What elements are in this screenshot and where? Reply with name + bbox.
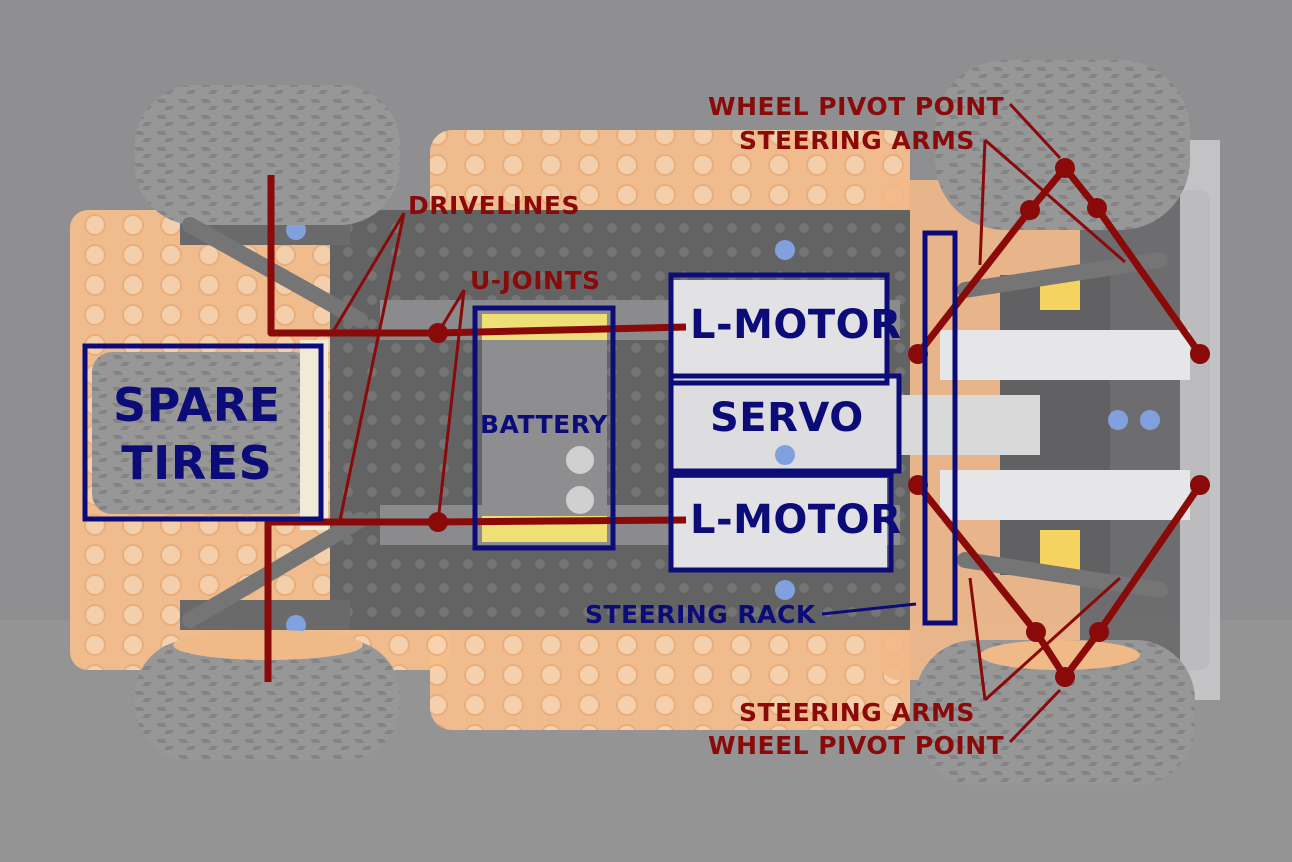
blue-pins: [286, 220, 1160, 635]
u-joint-markers: [428, 323, 448, 532]
wheel-pivot-point-bottom-label: WHEEL PIVOT POINT: [708, 731, 1005, 760]
steering-arms-top-label: STEERING ARMS: [739, 126, 975, 155]
component-boxes: [82, 230, 958, 626]
steering-rack-label: STEERING RACK: [585, 600, 816, 629]
wheels: [135, 60, 1195, 785]
pivot-markers: [908, 158, 1210, 687]
battery-label: BATTERY: [480, 410, 608, 439]
drivelines-label: DRIVELINES: [408, 191, 580, 220]
steering-callout-lines: [968, 102, 1126, 744]
steering-rack-callout-line: [821, 602, 917, 616]
l-motor-bottom-label: L-MOTOR: [690, 497, 902, 543]
l-motor-top-label: L-MOTOR: [690, 302, 902, 348]
servo-label: SERVO: [710, 395, 864, 441]
spare-tires-label-line1: SPARE: [113, 378, 281, 432]
u-joints-label: U-JOINTS: [470, 266, 601, 295]
spare-tires-label: SPARE TIRES: [113, 376, 281, 492]
driveline-paths: [264, 175, 687, 682]
steering-arms-bottom-label: STEERING ARMS: [739, 698, 975, 727]
wheel-pivot-point-top-label: WHEEL PIVOT POINT: [708, 92, 1005, 121]
components: [482, 280, 897, 568]
spare-tires-label-line2: TIRES: [121, 436, 273, 490]
